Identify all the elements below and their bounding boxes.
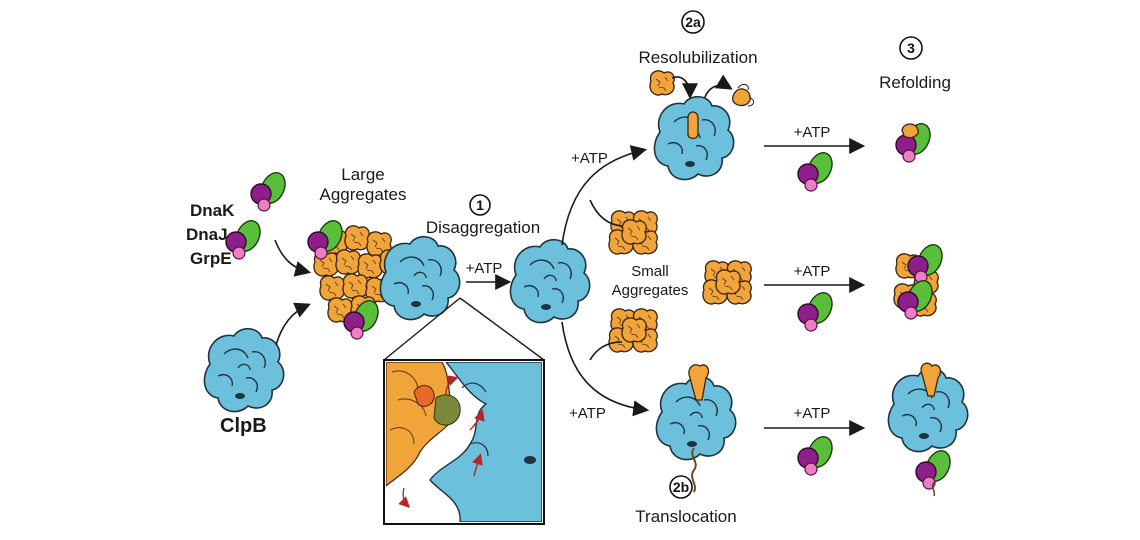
step-2a-number: 2a: [685, 14, 701, 30]
chaperone-complex-final: [915, 446, 956, 490]
disaggregation-label: Disaggregation: [426, 218, 540, 237]
refolding-label: Refolding: [879, 73, 951, 92]
resolubilization-label: Resolubilization: [638, 48, 757, 67]
atp-label-branch-up: +ATP: [571, 150, 608, 167]
legend-clpb-label: ClpB: [220, 415, 267, 437]
substrate-threading-bottom: [688, 364, 710, 401]
small-aggregates-line1: Small: [631, 263, 669, 280]
arrow-branch-down: [561, 321, 650, 417]
large-aggregates-line1: Large: [341, 165, 384, 184]
clpb-hexamer-free: [203, 327, 285, 413]
refolded-protein: [901, 123, 919, 139]
small-aggregate-top: [609, 211, 657, 254]
aggregate-entering: [649, 70, 675, 96]
arrow-chaperones-to-aggregate: [274, 239, 312, 277]
step-2b-number: 2b: [673, 479, 689, 495]
small-aggregates-line2: Aggregates: [612, 282, 689, 299]
atp-label-middle: +ATP: [794, 263, 831, 280]
step-2b-badge: [669, 475, 693, 499]
legend-dnaj-label: DnaJ: [186, 225, 228, 244]
arrow-branch-up: [561, 145, 648, 246]
unfolded-polypeptide-chain: [691, 447, 697, 493]
atp-label-top-refold: +ATP: [794, 124, 831, 141]
zoom-line-right: [459, 297, 545, 361]
chaperone-complex-bottom-arrow: [797, 432, 838, 476]
polypeptide-tail-final: [931, 481, 936, 497]
step-3-number: 3: [907, 40, 915, 56]
legend-dnak-label: DnaK: [190, 201, 235, 220]
zoom-inset-panel: [383, 359, 545, 525]
step-1-badge: [469, 194, 491, 216]
atp-label-branch-down: +ATP: [569, 405, 606, 422]
arrow-clpb-to-aggregate: [275, 302, 311, 346]
step-3-badge: [899, 36, 923, 60]
arrow-out-clpb-top: [703, 74, 733, 101]
zoom-line-left: [383, 297, 461, 361]
small-aggregate-bottom: [609, 309, 657, 352]
chaperone-complex-top-arrow: [797, 148, 838, 192]
chaperone-bound-aggregate-right: [893, 240, 948, 320]
substrate-threading-top: [687, 111, 699, 140]
branch-down-curl: [589, 341, 623, 361]
dnak-dnaj-grpe-complex-mid: [225, 216, 266, 260]
dnak-dnaj-grpe-complex-top: [250, 168, 291, 212]
clpb-after-disaggregation: [509, 238, 591, 324]
resolubilized-protein: [732, 83, 755, 107]
branch-up-curl: [589, 199, 623, 227]
chaperone-complex-middle-arrow: [797, 288, 838, 332]
translocation-label: Translocation: [635, 507, 736, 526]
step-2a-badge: [681, 10, 705, 34]
atp-label-disaggregation: +ATP: [466, 260, 503, 277]
small-aggregate-middle: [703, 261, 751, 304]
large-aggregates-line2: Aggregates: [320, 185, 407, 204]
arrow-into-clpb-top: [671, 76, 698, 100]
step-1-number: 1: [476, 197, 484, 213]
substrate-threading-final: [920, 362, 942, 397]
atp-label-bottom: +ATP: [794, 405, 831, 422]
legend-grpe-label: GrpE: [190, 249, 232, 268]
